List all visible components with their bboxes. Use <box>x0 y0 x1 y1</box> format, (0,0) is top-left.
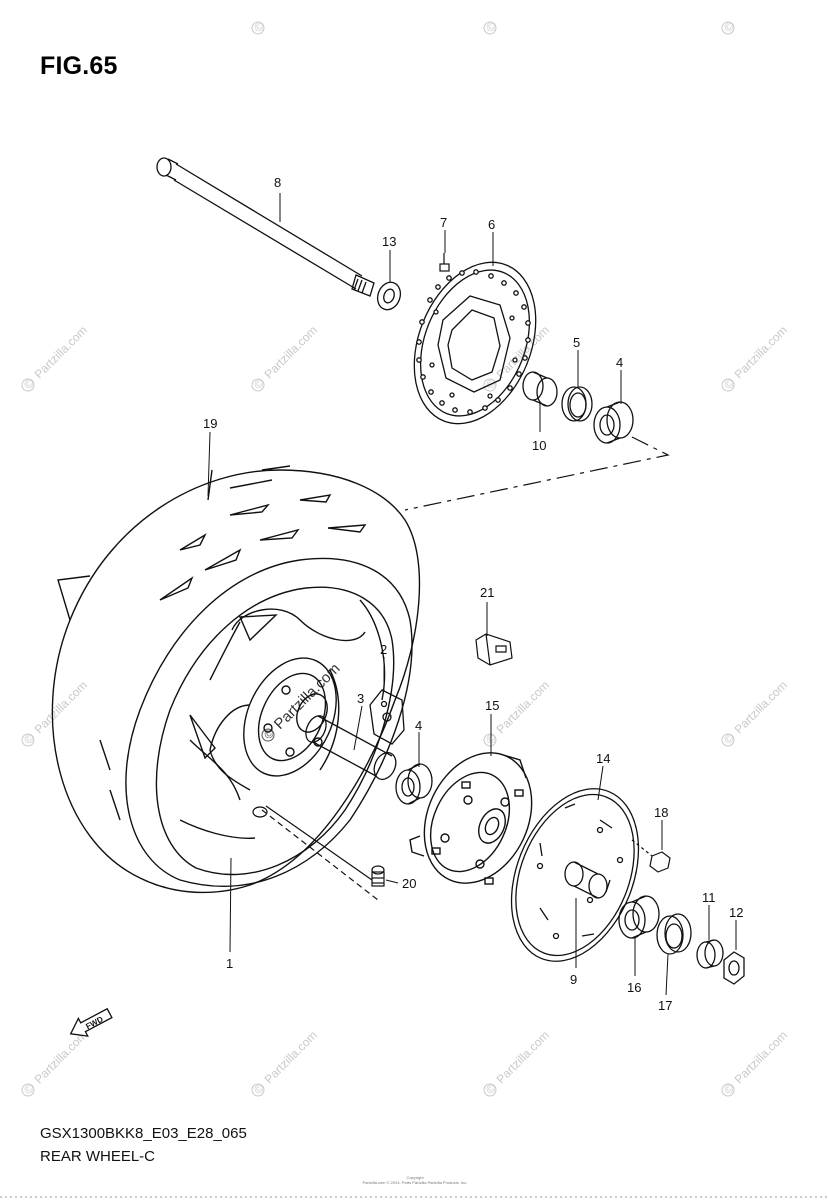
wheel-assembly <box>51 465 421 894</box>
oil-seal-5-part <box>561 386 593 422</box>
bearing-4-top-part <box>593 401 634 444</box>
svg-text:Partzilla.com: Partzilla.com <box>32 323 90 381</box>
watermark: © Partzilla.com <box>721 1028 790 1097</box>
callout-9: 9 <box>570 972 577 987</box>
callout-15: 15 <box>485 698 499 713</box>
figure-title: FIG.65 <box>40 52 118 80</box>
svg-text:Partzilla.com: Partzilla.com <box>262 323 320 381</box>
hub-spacer-part <box>564 861 608 899</box>
watermark-layer: © Partzilla.com © Partzilla.com © Partzi… <box>21 19 790 1097</box>
bearing-4-lower-part <box>395 763 433 805</box>
svg-text:©: © <box>251 376 267 392</box>
watermark: © <box>721 19 737 35</box>
callout-11: 11 <box>702 890 716 905</box>
leader-lines <box>207 193 737 996</box>
svg-text:Partzilla.com: Partzilla.com <box>32 678 90 736</box>
watermark: © Partzilla.com <box>483 1028 552 1097</box>
disc-bolt-part <box>439 253 450 272</box>
model-code: GSX1300BKK8_E03_E28_065 <box>40 1125 247 1142</box>
svg-text:©: © <box>21 376 37 392</box>
callout-17: 17 <box>658 998 672 1013</box>
svg-text:©: © <box>21 731 37 747</box>
svg-text:Partzilla.com: Partzilla.com <box>732 1028 790 1086</box>
svg-text:Partzilla.com: Partzilla.com <box>732 678 790 736</box>
watermark: © Partzilla.com <box>251 1028 320 1097</box>
callout-4-lower: 4 <box>415 718 422 733</box>
washer-11-part <box>696 939 724 969</box>
callout-6: 6 <box>488 217 495 232</box>
svg-text:©: © <box>721 1081 737 1097</box>
callout-19: 19 <box>203 416 217 431</box>
svg-text:©: © <box>251 19 267 35</box>
watermark: © Partzilla.com <box>21 323 90 392</box>
callout-10: 10 <box>532 438 546 453</box>
svg-text:©: © <box>483 19 499 35</box>
sprocket-part <box>510 788 640 962</box>
svg-text:©: © <box>721 731 737 747</box>
callout-labels: 8 13 7 6 5 4 10 19 21 2 3 4 15 14 18 20 … <box>203 175 743 1013</box>
bracket-part <box>369 689 405 745</box>
axle-nut-part <box>723 951 745 985</box>
svg-text:Partzilla.com: Partzilla.com <box>32 1028 90 1086</box>
callout-8: 8 <box>274 175 281 190</box>
callout-4-top: 4 <box>616 355 623 370</box>
diagram-title: REAR WHEEL-C <box>40 1148 156 1165</box>
callout-20: 20 <box>402 876 416 891</box>
callout-13: 13 <box>382 234 396 249</box>
callout-7: 7 <box>440 215 447 230</box>
callout-5: 5 <box>573 335 580 350</box>
tire-part <box>51 469 421 894</box>
svg-text:Partzilla.com: Partzilla.com <box>732 323 790 381</box>
svg-text:©: © <box>721 19 737 35</box>
valve-part <box>252 805 385 901</box>
callout-2: 2 <box>380 642 387 657</box>
sprocket-nut-part <box>631 839 671 873</box>
svg-text:©: © <box>251 1081 267 1097</box>
oil-seal-17-part <box>656 913 692 955</box>
callout-1: 1 <box>226 956 233 971</box>
copyright-line-1: Copyright <box>406 1175 424 1180</box>
watermark: © Partzilla.com <box>21 1028 90 1097</box>
svg-text:Partzilla.com: Partzilla.com <box>494 678 552 736</box>
copyright-line-2: Partzilla.com © 2024. Parts Partzilla Pa… <box>362 1180 468 1185</box>
watermark: © <box>483 19 499 35</box>
sprocket-mount-part <box>409 752 533 885</box>
callout-14: 14 <box>596 751 610 766</box>
callout-16: 16 <box>627 980 641 995</box>
watermark: © Partzilla.com <box>721 323 790 392</box>
callout-3: 3 <box>357 691 364 706</box>
svg-text:©: © <box>483 1081 499 1097</box>
washer-13-part <box>376 281 402 311</box>
collar-part <box>522 371 558 407</box>
svg-text:Partzilla.com: Partzilla.com <box>262 1028 320 1086</box>
svg-text:©: © <box>721 376 737 392</box>
callout-21: 21 <box>480 585 494 600</box>
svg-text:Partzilla.com: Partzilla.com <box>494 1028 552 1086</box>
watermark: © Partzilla.com <box>251 323 320 392</box>
bearing-16-part <box>618 895 660 939</box>
axle-part <box>156 157 375 297</box>
svg-text:©: © <box>21 1081 37 1097</box>
callout-18: 18 <box>654 805 668 820</box>
callout-12: 12 <box>729 905 743 920</box>
spacer-part <box>305 715 397 781</box>
brake-disc-part <box>413 261 537 425</box>
assembly-line <box>404 436 670 511</box>
balancer-weight-part <box>475 633 513 666</box>
watermark: © <box>251 19 267 35</box>
watermark: © Partzilla.com <box>721 678 790 747</box>
copyright-notice: Copyright Partzilla.com © 2024. Parts Pa… <box>330 1175 500 1185</box>
